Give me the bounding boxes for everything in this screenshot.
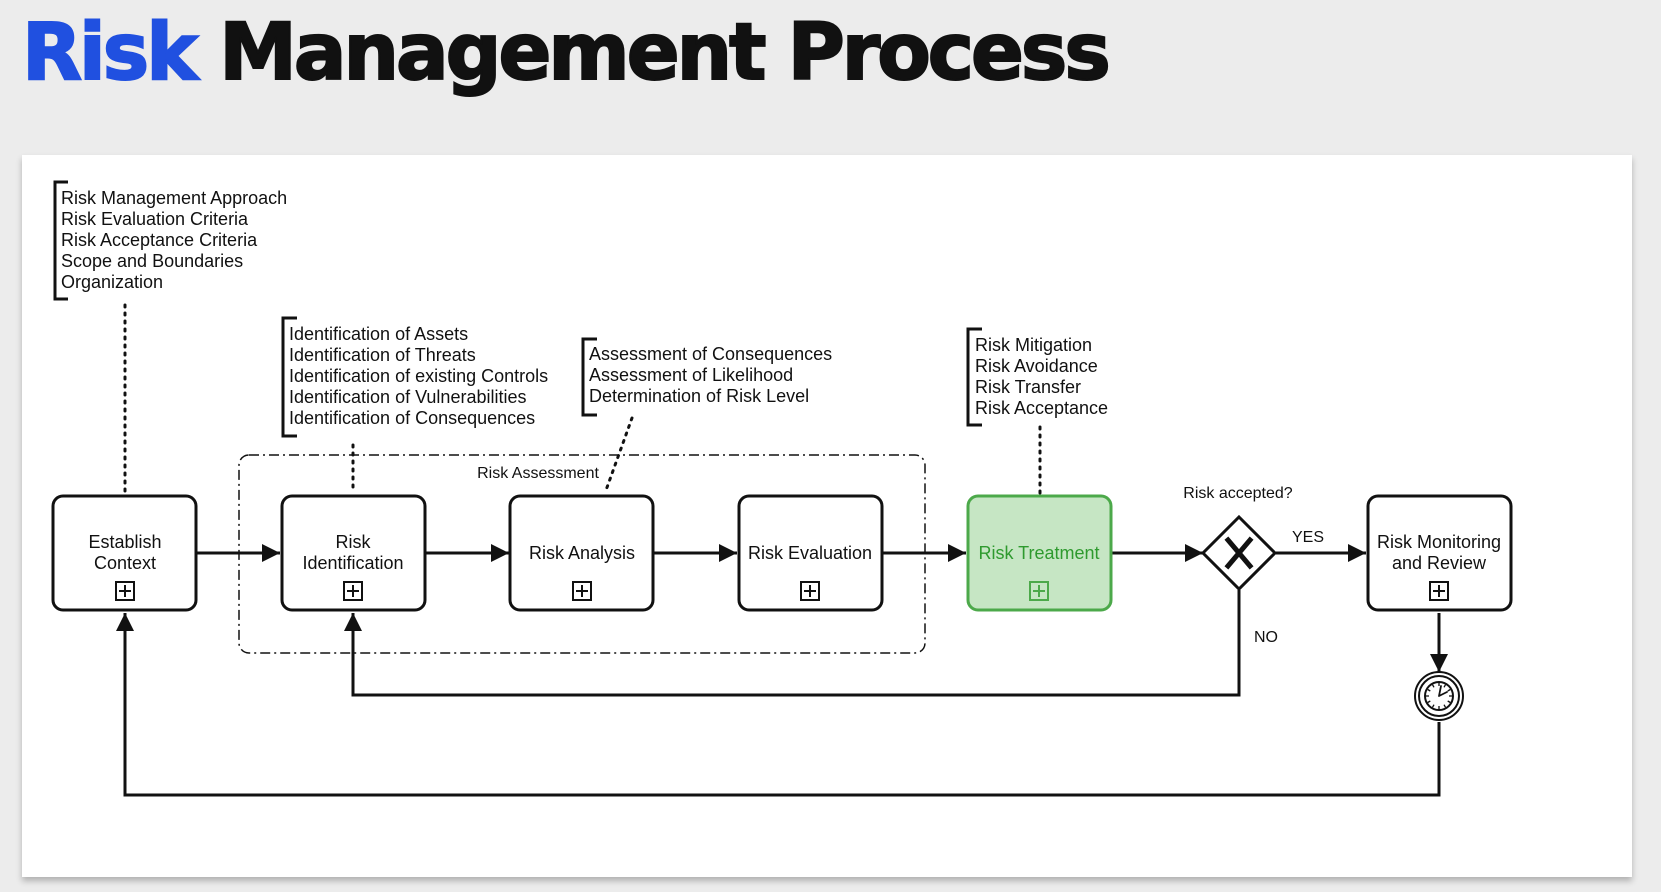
expand-icon[interactable] [800, 581, 820, 601]
expand-icon[interactable] [115, 581, 135, 601]
x-icon [1224, 536, 1254, 570]
annotation-identification-line: Identification of Assets [289, 324, 468, 344]
task-risk-treatment[interactable]: Risk Treatment [966, 494, 1113, 612]
annotation-identification-line: Identification of Consequences [289, 408, 535, 428]
task-label: Risk [336, 532, 372, 552]
task-label: Establish [88, 532, 161, 552]
annotation-analysis-line: Determination of Risk Level [589, 386, 809, 406]
expand-icon[interactable] [343, 581, 363, 601]
group-label: Risk Assessment [477, 465, 599, 482]
task-label: Identification [302, 553, 403, 573]
annotation-context-line: Risk Management Approach [61, 188, 287, 208]
flow-no [344, 590, 1241, 697]
exclusive-gateway[interactable] [1200, 514, 1278, 592]
annotation-treatment-line: Risk Transfer [975, 377, 1081, 397]
annotation-treatment: Risk Mitigation Risk Avoidance Risk Tran… [966, 327, 1108, 427]
process-diagram: Risk Management Approach Risk Evaluation… [51, 180, 1513, 797]
title-accent: Risk [21, 8, 199, 98]
annotation-context-line: Organization [61, 272, 163, 292]
annotation-analysis-line: Assessment of Likelihood [589, 365, 793, 385]
annotation-treatment-line: Risk Mitigation [975, 335, 1092, 355]
task-label: Risk Monitoring [1377, 532, 1501, 552]
gateway-yes-label: YES [1292, 529, 1324, 546]
annotation-identification-line: Identification of existing Controls [289, 366, 548, 386]
annotation-analysis: Assessment of Consequences Assessment of… [581, 337, 832, 417]
task-risk-monitoring[interactable]: Risk Monitoring and Review [1366, 494, 1513, 612]
task-label: Risk Treatment [978, 543, 1099, 563]
annotation-identification-line: Identification of Threats [289, 345, 476, 365]
timer-event[interactable] [1414, 671, 1464, 721]
page-title: Risk Management Process [21, 13, 1112, 93]
flow-timer-to-establish [116, 613, 1441, 797]
annotation-identification-line: Identification of Vulnerabilities [289, 387, 526, 407]
annotation-treatment-line: Risk Acceptance [975, 398, 1108, 418]
gateway-question: Risk accepted? [1183, 485, 1292, 502]
title-rest: Management Process [218, 8, 1112, 98]
annotation-treatment-line: Risk Avoidance [975, 356, 1098, 376]
expand-icon[interactable] [572, 581, 592, 601]
annotation-context: Risk Management Approach Risk Evaluation… [53, 180, 287, 301]
task-label: Context [94, 553, 156, 573]
task-risk-analysis[interactable]: Risk Analysis [508, 494, 655, 612]
annotation-analysis-line: Assessment of Consequences [589, 344, 832, 364]
task-label: Risk Analysis [529, 543, 635, 563]
clock-icon [1424, 681, 1454, 711]
task-risk-evaluation[interactable]: Risk Evaluation [737, 494, 884, 612]
diagram-card: Risk Management Approach Risk Evaluation… [22, 155, 1632, 877]
annotation-context-line: Scope and Boundaries [61, 251, 243, 271]
task-establish-context[interactable]: Establish Context [51, 494, 198, 612]
expand-icon[interactable] [1029, 581, 1049, 601]
expand-icon[interactable] [1429, 581, 1449, 601]
gateway-no-label: NO [1254, 629, 1278, 646]
task-label: Risk Evaluation [748, 543, 872, 563]
annotation-context-line: Risk Evaluation Criteria [61, 209, 249, 229]
task-risk-identification[interactable]: Risk Identification [280, 494, 427, 612]
annotation-identification: Identification of Assets Identification … [281, 316, 548, 438]
annotation-context-line: Risk Acceptance Criteria [61, 230, 258, 250]
task-label: and Review [1392, 553, 1487, 573]
